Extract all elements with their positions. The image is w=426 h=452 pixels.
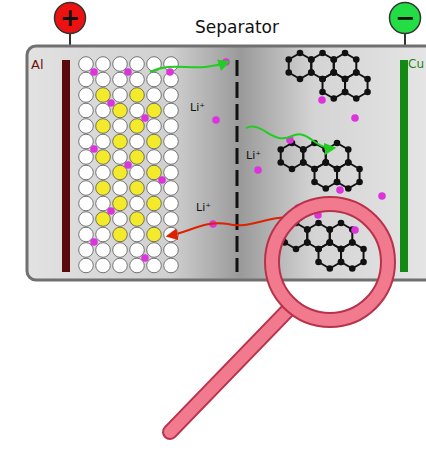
- charge-arrow: [246, 126, 334, 148]
- aluminium-collector: [62, 60, 70, 272]
- ion-label: Li⁺: [196, 202, 211, 214]
- magnifier-handle: [170, 308, 290, 432]
- terminal-sign: −: [395, 6, 415, 30]
- charge-arrow: [150, 62, 228, 72]
- ion-label: Li⁺: [246, 150, 261, 162]
- lithium-ions: [90, 58, 386, 262]
- copper-collector: [400, 60, 408, 272]
- cathode-lattice: [79, 57, 179, 273]
- magnifier-ring: [272, 204, 388, 320]
- terminal-circle: −: [388, 1, 422, 35]
- ion-label: Li⁺: [190, 102, 205, 114]
- magnifier-ring: [272, 204, 388, 320]
- separator-membrane: [236, 60, 239, 272]
- electrode-label: Al: [31, 58, 44, 72]
- terminal-sign: +: [60, 6, 80, 30]
- terminal-circle: +: [53, 1, 87, 35]
- electrode-label: Cu: [408, 58, 424, 71]
- separator-label: Separator: [195, 18, 279, 37]
- cell-casing: [27, 46, 426, 280]
- graphite-anode: [277, 50, 370, 272]
- magnifier-handle: [170, 308, 290, 432]
